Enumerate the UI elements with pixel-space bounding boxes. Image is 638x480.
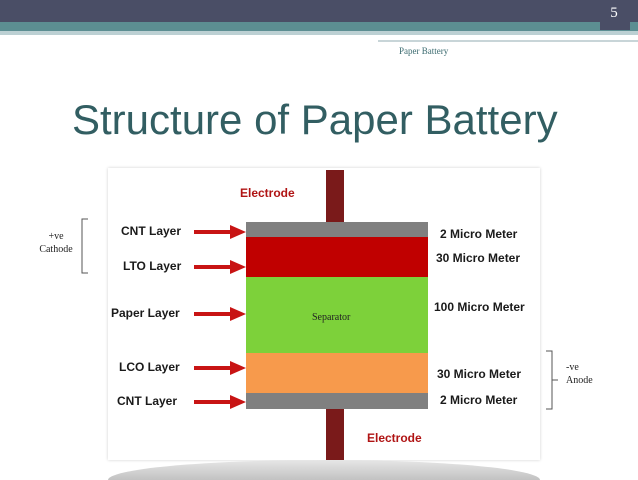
bottom-electrode-label: Electrode (367, 431, 422, 445)
header-rule (378, 40, 638, 42)
slide-number: 5 (610, 5, 618, 21)
thickness-cnt-bottom: 2 Micro Meter (440, 393, 518, 407)
cathode-bracket-icon (81, 218, 88, 274)
layer-paper (246, 277, 428, 353)
thickness-lco: 30 Micro Meter (437, 367, 522, 381)
layer-label-lco: LCO Layer (119, 360, 180, 374)
header-banner-light (0, 31, 638, 35)
anode-label: -ve Anode (566, 361, 593, 387)
anode-polarity: -ve (566, 362, 579, 373)
panel-bottom-shadow (108, 460, 540, 480)
header-label: Paper Battery (399, 46, 449, 56)
anode-name: Anode (566, 375, 593, 386)
separator-label: Separator (312, 312, 351, 323)
layer-cnt-bottom (246, 393, 428, 409)
cathode-polarity: +ve (48, 231, 64, 242)
thickness-cnt-top: 2 Micro Meter (440, 227, 518, 241)
layer-lto (246, 237, 428, 277)
thickness-lto: 30 Micro Meter (436, 251, 521, 265)
top-electrode-rod (326, 170, 344, 222)
layer-label-lto: LTO Layer (123, 259, 182, 273)
top-electrode-label: Electrode (240, 186, 295, 200)
cathode-label: +ve Cathode (34, 230, 78, 256)
header-banner-teal (0, 22, 638, 31)
layer-lco (246, 353, 428, 393)
layer-label-cnt-top: CNT Layer (121, 224, 182, 238)
bottom-electrode-rod (326, 409, 344, 460)
arrow-right-icon (194, 225, 246, 239)
anode-bracket-icon (546, 350, 558, 410)
slide-title: Structure of Paper Battery (72, 96, 558, 143)
slide-number-tab (600, 0, 630, 30)
layer-cnt-top (246, 222, 428, 237)
layer-label-cnt-bottom: CNT Layer (117, 394, 178, 408)
arrow-right-icon (194, 361, 246, 375)
cathode-name: Cathode (39, 244, 73, 255)
thickness-paper: 100 Micro Meter (434, 300, 525, 314)
header-banner-dark (0, 0, 638, 22)
arrow-right-icon (194, 395, 246, 409)
layer-label-paper: Paper Layer (111, 306, 180, 320)
arrow-right-icon (194, 307, 246, 321)
arrow-right-icon (194, 260, 246, 274)
